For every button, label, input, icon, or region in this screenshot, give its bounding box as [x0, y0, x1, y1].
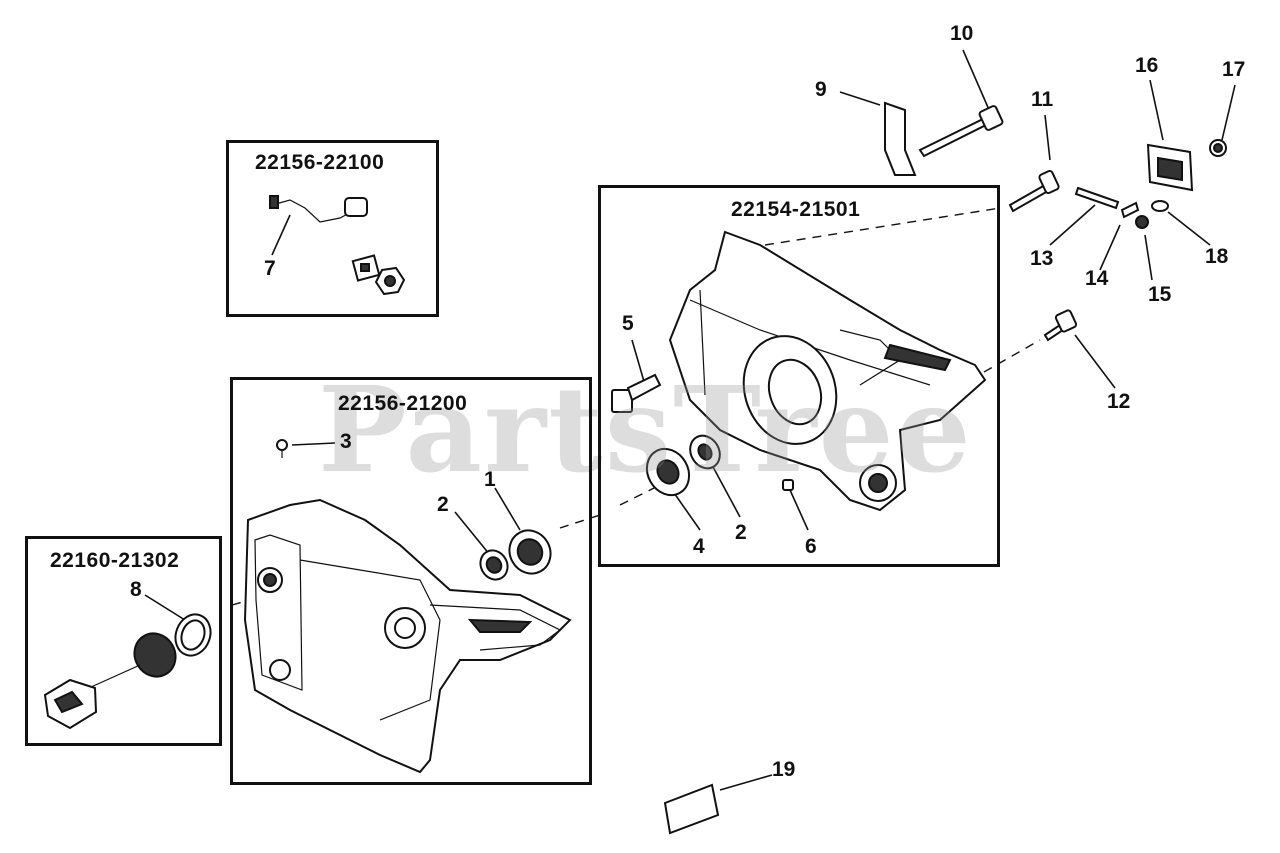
screw-part-12	[1043, 309, 1078, 342]
kit-box-22156-21200: 22156-21200	[230, 377, 592, 785]
leader-12	[1074, 334, 1116, 389]
leader-9	[839, 91, 881, 106]
leader-18	[1167, 211, 1211, 246]
leader-2b	[711, 464, 741, 518]
kit-code-label: 22160-21302	[50, 549, 180, 572]
leader-1	[494, 487, 521, 531]
assembly-line	[559, 514, 601, 529]
callout-12: 12	[1107, 390, 1131, 413]
callout-1: 1	[484, 468, 496, 491]
washer-part-15	[1135, 215, 1149, 229]
leader-15	[1144, 234, 1153, 281]
callout-9: 9	[815, 78, 827, 101]
leader-14	[1099, 224, 1121, 271]
plate-part-16	[1146, 143, 1194, 192]
callout-11: 11	[1031, 88, 1054, 111]
oil-pump-wire-part	[269, 195, 406, 296]
assembly-line	[231, 599, 251, 606]
kit-code-label: 22156-22100	[255, 151, 385, 174]
callout-5: 5	[622, 312, 634, 335]
bracket-part-9	[884, 101, 917, 176]
kit-box-22154-21501: 22154-21501	[598, 185, 1000, 567]
callout-2: 2	[735, 521, 747, 544]
leader-3	[291, 442, 336, 446]
leader-17	[1221, 84, 1236, 141]
crankcase-half-part	[243, 439, 572, 774]
callout-4: 4	[693, 535, 705, 558]
leader-16	[1149, 79, 1164, 141]
leader-8	[144, 594, 186, 621]
leader-6	[789, 489, 809, 531]
nipple-part-14	[1120, 201, 1140, 219]
leader-13	[1049, 204, 1096, 246]
leader-5	[631, 339, 646, 386]
spring-part-18	[1151, 200, 1169, 212]
callout-19: 19	[772, 758, 796, 781]
callout-18: 18	[1205, 245, 1229, 268]
leader-7	[271, 214, 291, 256]
plug-part-17	[1209, 139, 1227, 157]
callout-7: 7	[264, 257, 276, 280]
callout-10: 10	[950, 22, 974, 45]
callout-6: 6	[805, 535, 817, 558]
oil-cap-part	[43, 613, 212, 730]
callout-17: 17	[1222, 58, 1246, 81]
leader-2a	[454, 511, 491, 556]
assembly-line	[969, 339, 1041, 381]
screw-part-13	[1074, 186, 1120, 210]
callout-15: 15	[1148, 283, 1172, 306]
crankcase-main-part	[611, 230, 987, 512]
bolt-part-10	[918, 105, 1004, 158]
kit-code-label: 22154-21501	[731, 198, 861, 221]
bolt-part-11	[1008, 169, 1060, 213]
callout-2: 2	[437, 493, 449, 516]
label-part-19	[663, 783, 720, 835]
callout-16: 16	[1135, 54, 1159, 77]
leader-10	[962, 49, 991, 113]
callout-14: 14	[1085, 267, 1109, 290]
leader-11	[1044, 114, 1051, 161]
leader-19	[719, 774, 773, 791]
kit-box-22160-21302: 22160-21302	[25, 536, 222, 746]
callout-8: 8	[130, 578, 142, 601]
kit-code-label: 22156-21200	[338, 392, 468, 415]
leader-4	[671, 489, 701, 531]
assembly-line	[764, 207, 1001, 246]
callout-13: 13	[1030, 247, 1054, 270]
callout-3: 3	[340, 430, 352, 453]
kit-box-22156-22100: 22156-22100	[226, 140, 439, 317]
